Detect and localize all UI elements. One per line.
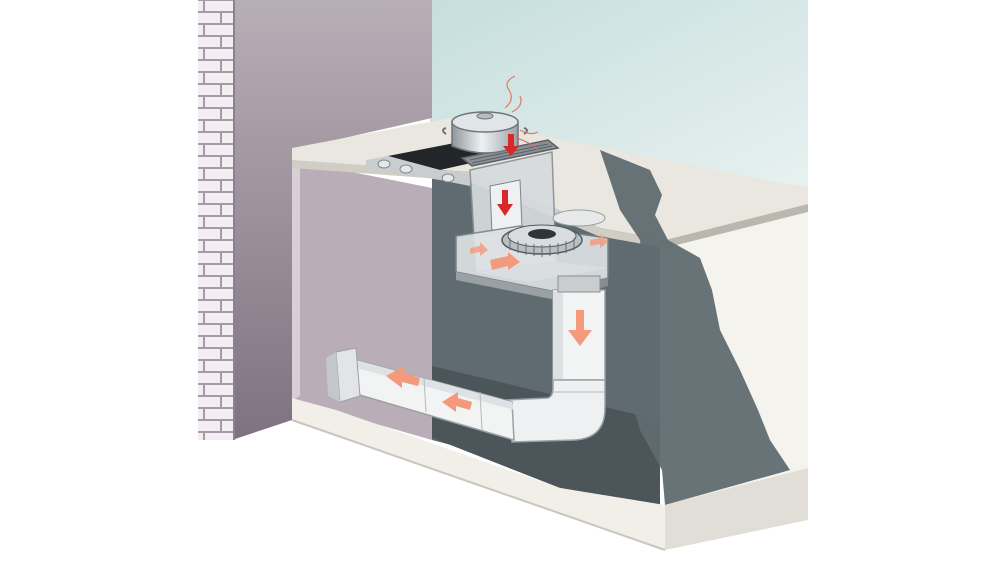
fan-icon [501,224,583,257]
arrow-icon [590,234,608,248]
arrow-icon [503,134,519,156]
steam-icon [504,75,539,151]
vertical-duct [552,209,606,381]
arrow-icon [490,252,520,270]
intake-arrows [497,134,519,216]
plinth [292,398,665,550]
duct-elbow [505,379,606,443]
side-wall [232,0,432,440]
arrow-icon [442,392,472,412]
brick-wall [198,0,234,440]
wall-outlet [326,347,361,403]
airflow-arrows [386,234,608,412]
control-knobs[interactable] [377,159,455,183]
cutaway-edge [600,150,790,505]
arrow-icon [568,310,592,346]
arrow-icon [386,366,420,388]
arrow-icon [497,190,513,216]
cooking-pot-icon [442,111,528,154]
arrow-icon [470,242,488,256]
